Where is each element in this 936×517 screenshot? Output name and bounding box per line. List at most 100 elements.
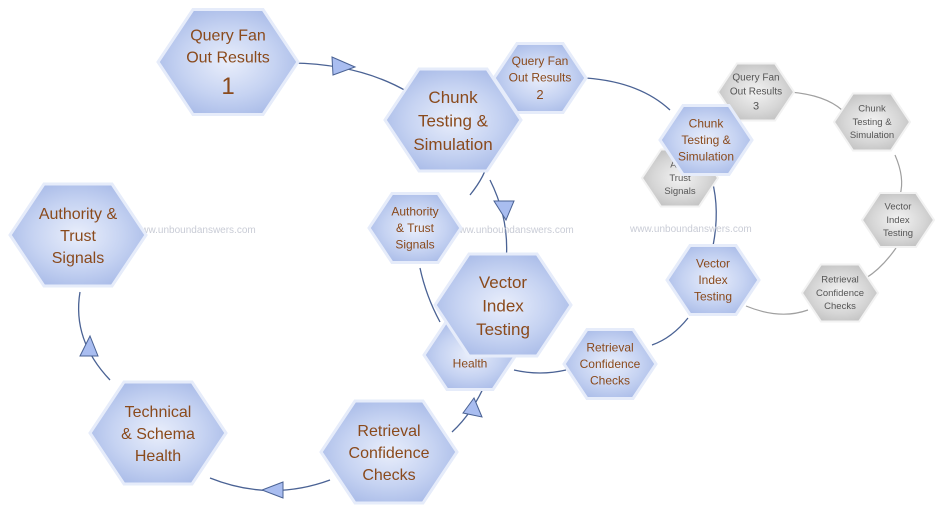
hex-retrieval-confidence-2-shape <box>562 328 658 400</box>
hex-query-fan-out-1-label-1: Query Fan <box>190 27 266 44</box>
hex-vector-index-1-label-1: Vector <box>479 273 528 292</box>
hex-vector-index-2-label-2: Index <box>698 273 727 287</box>
hex-vector-index-1-label-2: Index <box>482 297 524 316</box>
line-chunk3-to-vector3 <box>894 154 903 196</box>
hex-authority-trust-2-label-1: Authority <box>391 204 438 218</box>
hex-technical-schema-1-label-2: & Schema <box>121 426 195 443</box>
hex-chunk-testing-1-label-2: Testing & <box>418 112 489 131</box>
hex-vector-index-3-label-2: Index <box>886 215 909 226</box>
hex-authority-trust-1-label-3: Signals <box>52 250 104 267</box>
hex-technical-schema-1-label-3: Health <box>135 448 181 465</box>
line-query2-to-chunk2 <box>585 77 671 111</box>
watermark-center: www.unboundanswers.com <box>451 225 574 236</box>
hex-authority-trust-1-shape <box>8 182 148 288</box>
arrow-retrieval1-to-technical1 <box>260 481 284 499</box>
hex-vector-index-2-label-3: Testing <box>694 290 732 304</box>
hex-authority-trust-1-label-1: Authority & <box>39 206 118 223</box>
hex-query-fan-out-3-label-2: Out Results <box>730 86 782 97</box>
line-chunk1-to-vector1 <box>489 179 508 263</box>
hex-query-fan-out-2-label-2: Out Results <box>509 70 572 84</box>
line-retrieval3-to-vector2 <box>745 305 809 315</box>
arrow-chunk1-to-vector1 <box>493 200 515 222</box>
hex-retrieval-confidence-3-label-3: Checks <box>824 301 856 312</box>
hex-retrieval-confidence-1-label-3: Checks <box>362 467 415 484</box>
hex-retrieval-confidence-1-label-2: Confidence <box>349 445 430 462</box>
hex-chunk-testing-2-label-3: Simulation <box>678 150 734 164</box>
hex-retrieval-confidence-2-label-1: Retrieval <box>586 340 633 354</box>
hex-query-fan-out-3-shape <box>716 62 796 122</box>
hex-retrieval-confidence-3-label-1: Retrieval <box>821 275 859 286</box>
hex-query-fan-out-3-label-3: 3 <box>753 100 759 112</box>
line-vector3-to-retrieval3 <box>865 247 897 279</box>
hex-chunk-testing-3-shape <box>832 92 912 152</box>
hex-query-fan-out-1-label-2: Out Results <box>186 50 270 67</box>
line-technical1-to-authority1 <box>77 291 111 381</box>
hex-authority-trust-3-label-2: Trust <box>669 173 691 184</box>
hex-vector-index-2-shape <box>665 244 761 316</box>
hex-retrieval-confidence-3-label-2: Confidence <box>816 288 864 299</box>
hex-chunk-testing-2-label-1: Chunk <box>689 116 725 130</box>
hex-query-fan-out-2-label-3: 2 <box>536 87 543 102</box>
hex-authority-trust-2-shape <box>367 192 463 264</box>
hex-technical-schema-2-label-2: Health <box>453 356 488 370</box>
hex-chunk-testing-1-label-1: Chunk <box>428 88 478 107</box>
hex-vector-index-1-shape <box>433 252 573 358</box>
line-vector2-to-retrieval2 <box>651 317 689 346</box>
hex-vector-index-3-shape <box>860 192 936 248</box>
hex-technical-schema-1-label-1: Technical <box>125 404 192 421</box>
hex-authority-trust-1-label-2: Trust <box>60 228 96 245</box>
arrow-query1-to-chunk1 <box>331 56 357 76</box>
line-query3-to-chunk3 <box>789 91 843 111</box>
hex-query-fan-out-3-label-1: Query Fan <box>732 73 779 84</box>
line-query1-to-chunk1 <box>291 62 409 93</box>
hex-retrieval-confidence-1-label-1: Retrieval <box>357 423 420 440</box>
hex-chunk-testing-1-shape <box>383 67 523 173</box>
hex-retrieval-confidence-2-label-2: Confidence <box>580 357 641 371</box>
arrow-vector1-to-retrieval1 <box>462 396 483 418</box>
hex-authority-trust-2-label-3: Signals <box>395 238 434 252</box>
hex-vector-index-1-label-3: Testing <box>476 320 530 339</box>
line-chunk2-to-vector2 <box>711 179 717 247</box>
hex-query-fan-out-2-label-1: Query Fan <box>512 54 569 68</box>
hex-chunk-testing-3-label-1: Chunk <box>858 104 886 115</box>
hex-vector-index-3-label-1: Vector <box>885 202 912 213</box>
hex-query-fan-out-1-shape <box>156 8 300 116</box>
hex-retrieval-confidence-3-shape <box>800 263 880 323</box>
line-tech2-to-authority2 <box>419 267 441 323</box>
hex-chunk-testing-3-label-3: Simulation <box>850 130 894 141</box>
hex-retrieval-confidence-1-shape <box>319 399 459 505</box>
hex-authority-trust-3-label-3: Signals <box>664 186 695 197</box>
arrow-technical1-to-authority1 <box>79 334 99 357</box>
watermark-right: www.unboundanswers.com <box>629 224 752 235</box>
hex-technical-schema-1-shape <box>88 380 228 486</box>
hex-retrieval-confidence-2-label-3: Checks <box>590 374 630 388</box>
watermark-left: www.unboundanswers.com <box>133 225 256 236</box>
hex-vector-index-3-label-3: Testing <box>883 228 913 239</box>
hex-chunk-testing-2-label-2: Testing & <box>681 133 730 147</box>
hex-vector-index-2-label-1: Vector <box>696 256 730 270</box>
hex-chunk-testing-2-shape <box>658 104 754 176</box>
hex-authority-trust-2-label-2: & Trust <box>396 221 435 235</box>
hex-chunk-testing-1-label-3: Simulation <box>413 135 492 154</box>
hex-query-fan-out-1-label-3: 1 <box>221 73 234 100</box>
arrow-heads <box>79 56 515 499</box>
hex-chunk-testing-3-label-2: Testing & <box>852 117 892 128</box>
